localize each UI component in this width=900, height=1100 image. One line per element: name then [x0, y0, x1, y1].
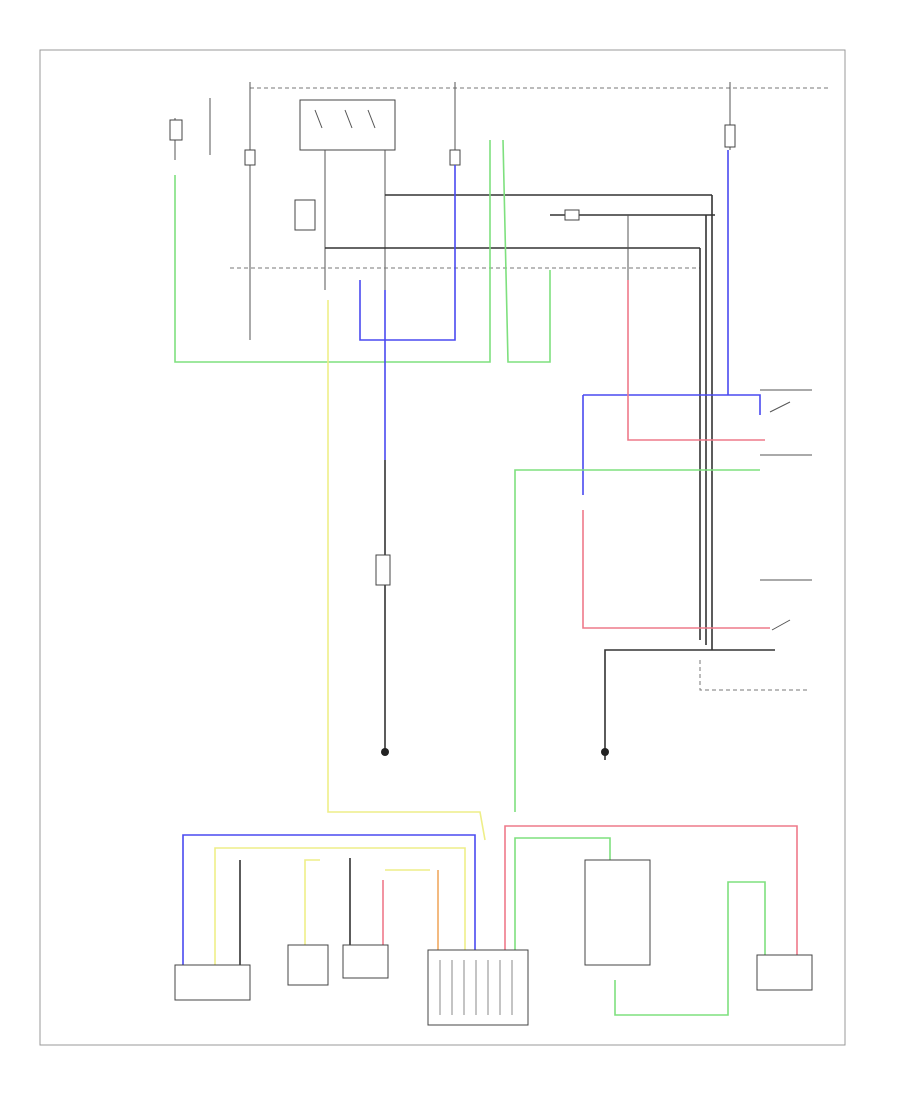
resistor-element	[375, 554, 391, 586]
bottom-harness	[182, 825, 798, 1016]
component-box-1	[174, 964, 251, 1001]
yellow-vertical-wire	[327, 300, 486, 841]
component-box-2	[287, 944, 329, 986]
ground-point-left	[381, 748, 389, 756]
component-box-4	[756, 954, 813, 991]
connector-pins	[439, 960, 513, 1015]
relay-block	[294, 99, 396, 290]
right-switch-group	[514, 280, 812, 812]
connector-main	[427, 949, 529, 1026]
green-wire-top	[174, 139, 551, 363]
diagram-border	[39, 49, 846, 1046]
bottom-components	[174, 859, 813, 1026]
component-box-3	[342, 944, 389, 979]
switch-module	[584, 859, 651, 966]
fuse-block-group	[169, 82, 736, 340]
blue-wire-top	[359, 150, 729, 395]
bus-lines	[230, 194, 715, 650]
